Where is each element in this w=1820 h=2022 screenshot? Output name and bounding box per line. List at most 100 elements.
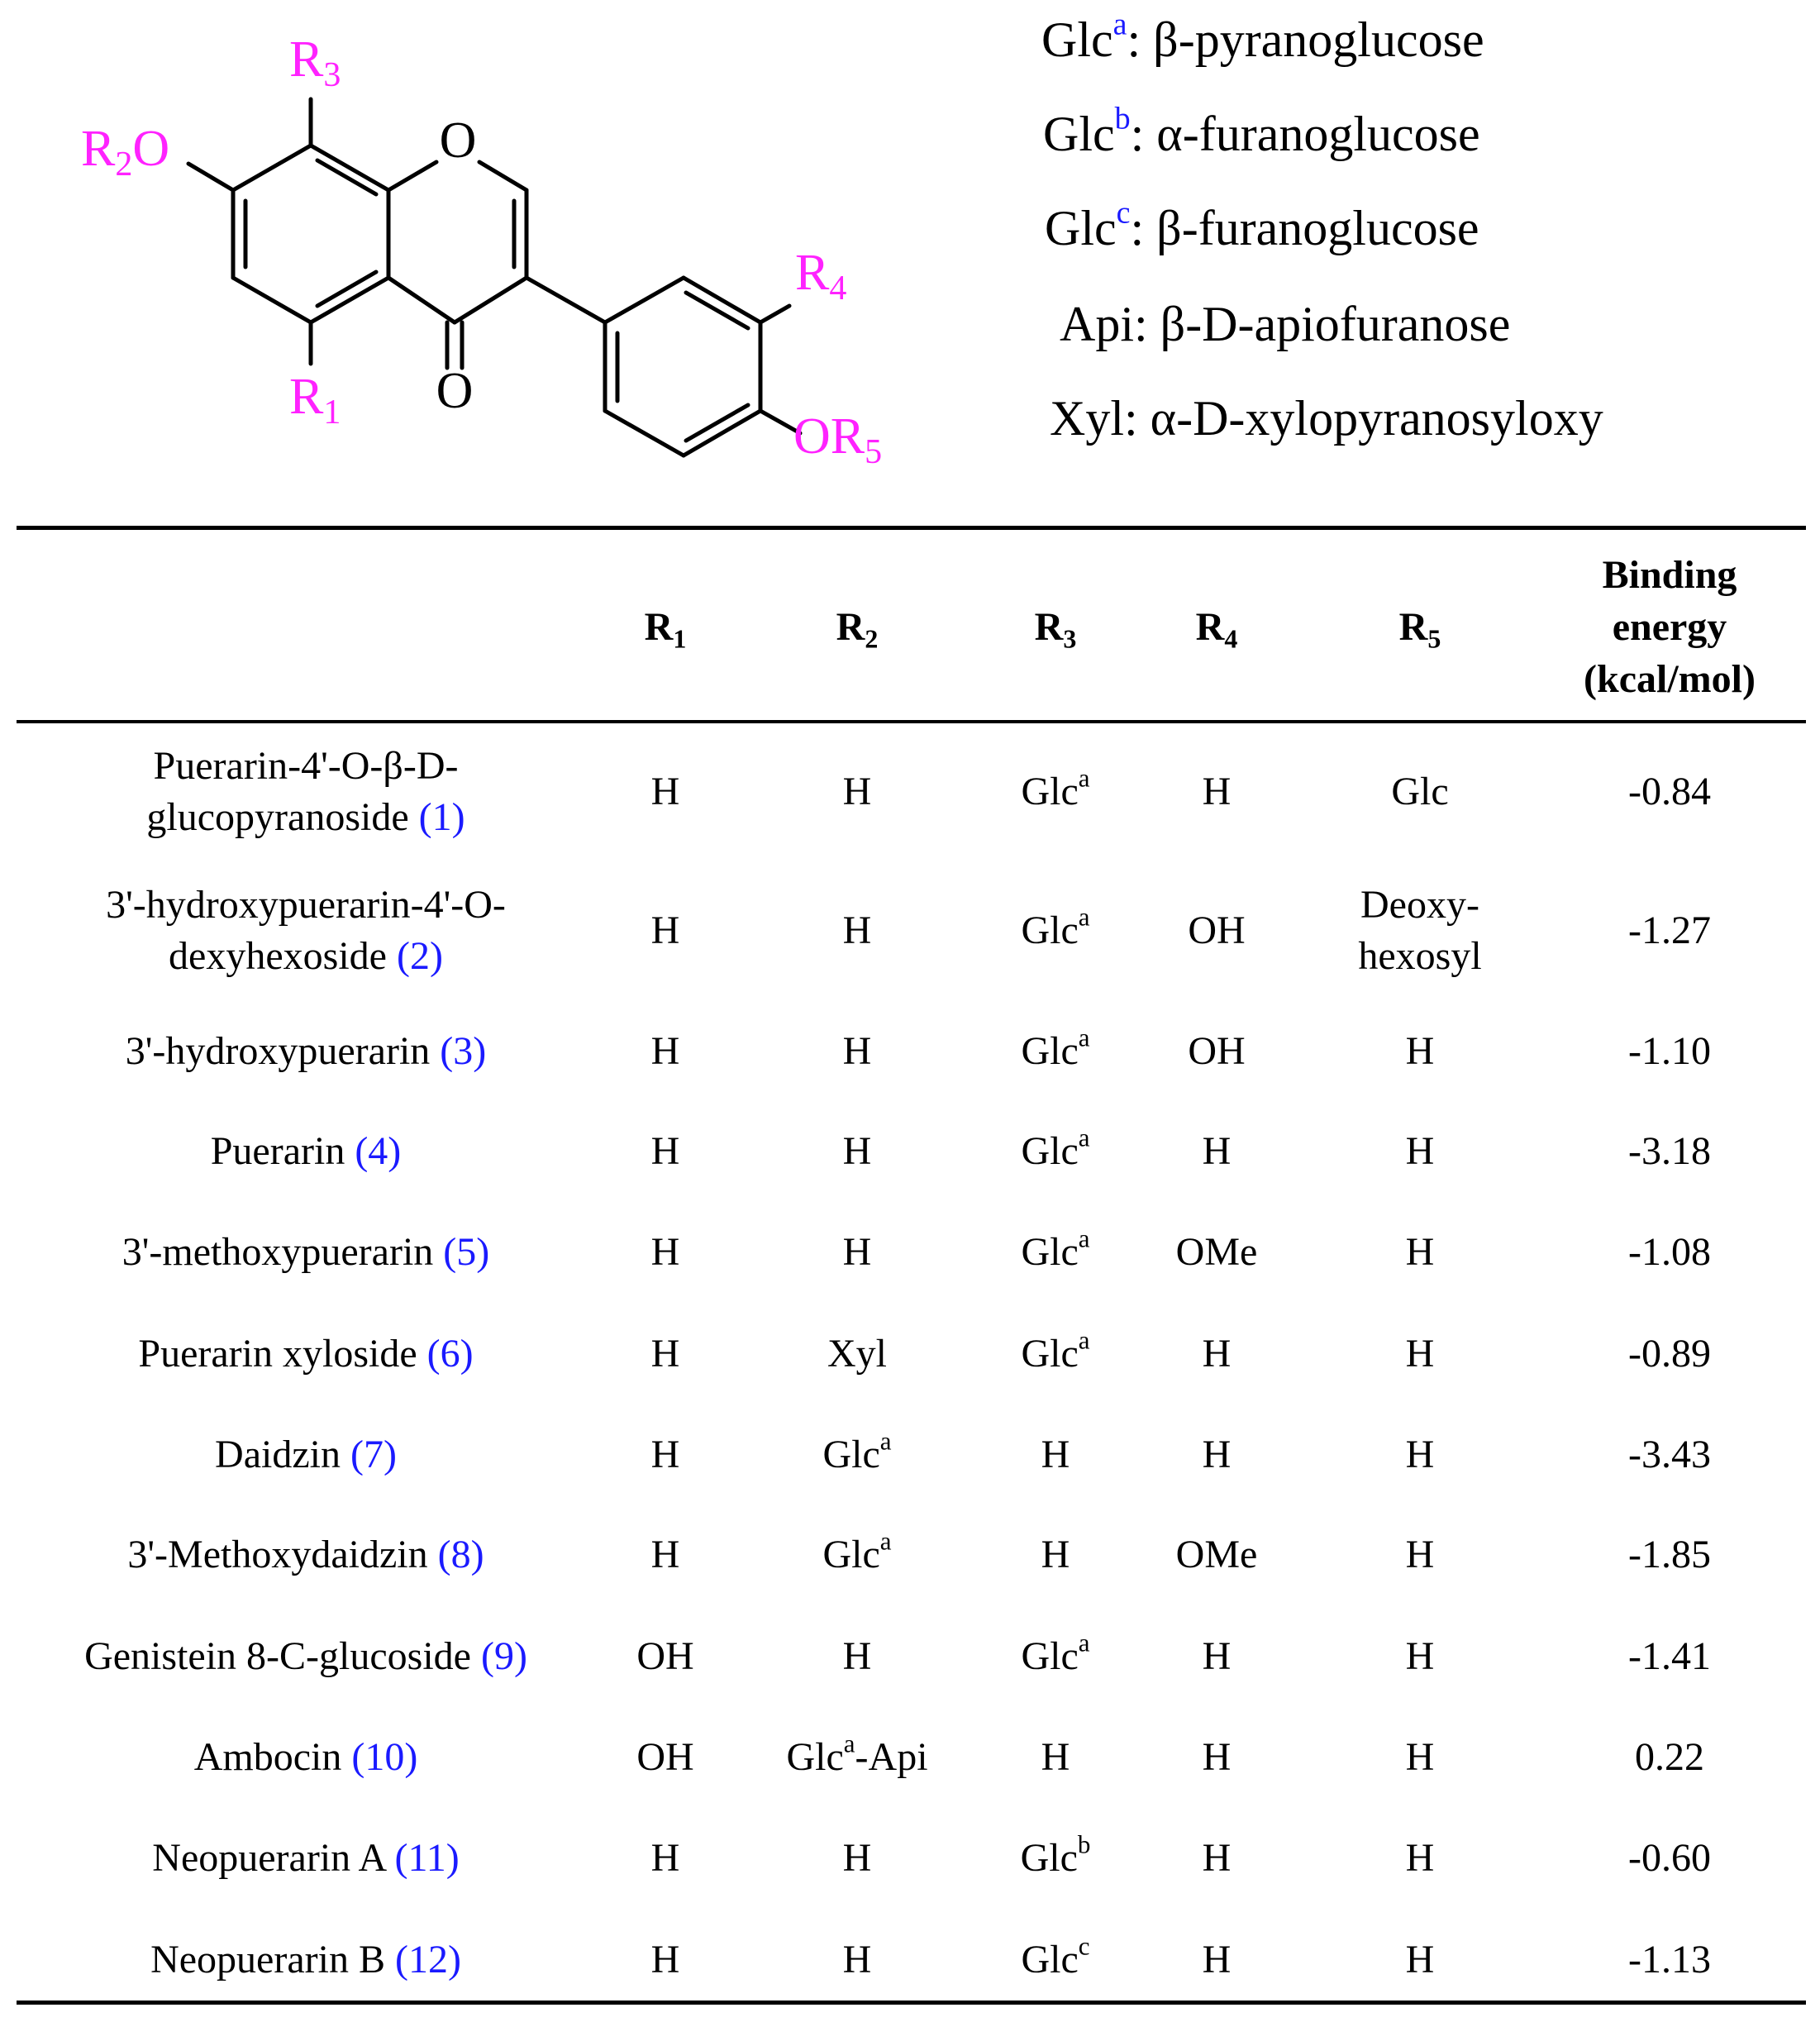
cell-r3: Glca [956, 763, 1155, 818]
cell-line: H [1405, 1029, 1435, 1073]
cell-r4: H [1202, 770, 1232, 813]
cell-text: Glc [822, 1433, 880, 1476]
cell-line: H [1405, 1938, 1435, 1981]
cell-superscript: a [1078, 1223, 1090, 1253]
cell-r4: H [1202, 1332, 1232, 1376]
compound-name-cell: Daidzin (7) [17, 1429, 595, 1481]
legend-superscript: c [1116, 195, 1131, 231]
cell-text: H [842, 1836, 872, 1880]
compound-number: (5) [443, 1230, 490, 1274]
table-bottom-rule [17, 2001, 1806, 2005]
column-header-subscript: 3 [1063, 623, 1077, 654]
compound-name-text: 3'-methoxypuerarin [121, 1230, 444, 1274]
cell-r5: H [1304, 1328, 1536, 1380]
cell-suffix: -Api [855, 1735, 928, 1779]
compound-name-line: 3'-Methoxydaidzin (8) [17, 1529, 595, 1581]
cell-r3: H [956, 1429, 1155, 1481]
cell-r2: Glca-Api [741, 1729, 973, 1783]
compound-name-cell: Ambocin (10) [17, 1732, 595, 1783]
cell-line: H [1405, 1634, 1435, 1678]
compound-name-text: Puerarin [210, 1129, 355, 1173]
legend-item: Api: β-D-apiofuranose [1060, 299, 1510, 349]
cell-energy: -0.84 [1628, 770, 1711, 813]
cell-superscript: b [1077, 1829, 1091, 1859]
column-header-r3: R3 [956, 602, 1155, 653]
cell-r5: Glc [1304, 766, 1536, 818]
cell-r4: H [1202, 1634, 1232, 1678]
cell-r5: H [1304, 1529, 1536, 1581]
table-header-rule [17, 720, 1806, 723]
cell-text: H [1041, 1533, 1070, 1576]
cell-superscript: a [1078, 763, 1090, 793]
cell-r2: Xyl [741, 1328, 973, 1380]
cell-r2: H [741, 905, 973, 956]
compound-name-line: Ambocin (10) [17, 1732, 595, 1783]
cell-text: H [842, 770, 872, 813]
cell-superscript: a [879, 1526, 892, 1556]
cell-line: H [1405, 1836, 1435, 1880]
r3-label: R3 [289, 31, 341, 94]
column-header-subscript: 2 [865, 623, 879, 654]
cell-r1: H [650, 1836, 680, 1880]
compound-number: (8) [437, 1533, 484, 1576]
compound-number: (12) [394, 1938, 461, 1981]
cell-r3: H [956, 1732, 1155, 1783]
cell-r2: H [741, 766, 973, 818]
cell-r2: Glca [741, 1526, 973, 1581]
cell-r3: Glcb [956, 1831, 1155, 1884]
cell-text: Xyl [827, 1332, 887, 1376]
compound-name-line: 3'-hydroxypuerarin-4'-O- [17, 880, 595, 931]
compound-number: (1) [418, 795, 465, 839]
compound-name-cell: Puerarin xyloside (6) [17, 1328, 595, 1380]
isoflavone-core-structure: O O R3 R2O R1 R4 OR5 [81, 31, 882, 471]
cell-r4: OMe [1175, 1230, 1258, 1274]
compound-name-cell: Puerarin (4) [17, 1126, 595, 1177]
column-header-letter: R [644, 605, 674, 649]
cell-text: Glc [822, 1533, 880, 1576]
cell-superscript: a [1078, 1123, 1090, 1152]
legend-description: : β-furanoglucose [1130, 201, 1479, 255]
compound-name-text: glucopyranoside [146, 795, 419, 839]
cell-r2: H [741, 1631, 973, 1682]
compound-name-text: Neopuerarin A [152, 1836, 395, 1880]
cell-superscript: a [843, 1729, 855, 1758]
legend-description: : α-D-xylopyranosyloxy [1124, 391, 1603, 446]
cell-r3: Glca [956, 1327, 1155, 1380]
legend-abbreviation: Xyl [1050, 391, 1124, 446]
column-header-subscript: 5 [1427, 623, 1441, 654]
compound-name-cell: 3'-Methoxydaidzin (8) [17, 1529, 595, 1581]
compound-name-line: Neopuerarin A (11) [17, 1833, 595, 1884]
cell-r2: H [741, 1026, 973, 1077]
carbonyl-oxygen-label: O [436, 363, 474, 419]
cell-r2: H [741, 1934, 973, 1986]
cell-text: H [842, 1129, 872, 1173]
cell-r3: Glca [956, 1023, 1155, 1077]
cell-energy: -0.89 [1628, 1332, 1711, 1376]
compound-number: (11) [394, 1836, 460, 1880]
legend-abbreviation: Api [1060, 297, 1134, 351]
compound-name-line: Puerarin (4) [17, 1126, 595, 1177]
compound-name-text: Daidzin [215, 1433, 350, 1476]
structure-substituent-labels: R3 R2O R1 R4 OR5 [81, 31, 882, 471]
cell-r4: H [1202, 1129, 1232, 1173]
cell-text: H [1041, 1433, 1070, 1476]
cell-energy: -1.27 [1628, 908, 1711, 952]
compound-name-line: Genistein 8-C-glucoside (9) [17, 1631, 595, 1682]
column-header-subscript: 4 [1224, 623, 1238, 654]
compound-number: (7) [350, 1433, 397, 1476]
cell-r3: Glcc [956, 1933, 1155, 1986]
cell-energy: -1.41 [1628, 1634, 1711, 1678]
cell-r5: H [1304, 1026, 1536, 1077]
cell-r4: OMe [1175, 1533, 1258, 1576]
compound-number: (6) [426, 1332, 474, 1376]
compound-name-line: glucopyranoside (1) [17, 792, 595, 843]
compound-number: (10) [351, 1735, 418, 1779]
cell-r5: Deoxy-hexosyl [1304, 880, 1536, 982]
cell-text: Glc [1021, 908, 1079, 952]
cell-superscript: a [1078, 1023, 1090, 1052]
compound-name-line: Neopuerarin B (12) [17, 1934, 595, 1986]
cell-text: Glc [1021, 770, 1079, 813]
binding-energy-header-line: energy [1612, 605, 1727, 649]
cell-text: Glc [1021, 1129, 1079, 1173]
compound-name-text: 3'-Methoxydaidzin [127, 1533, 438, 1576]
